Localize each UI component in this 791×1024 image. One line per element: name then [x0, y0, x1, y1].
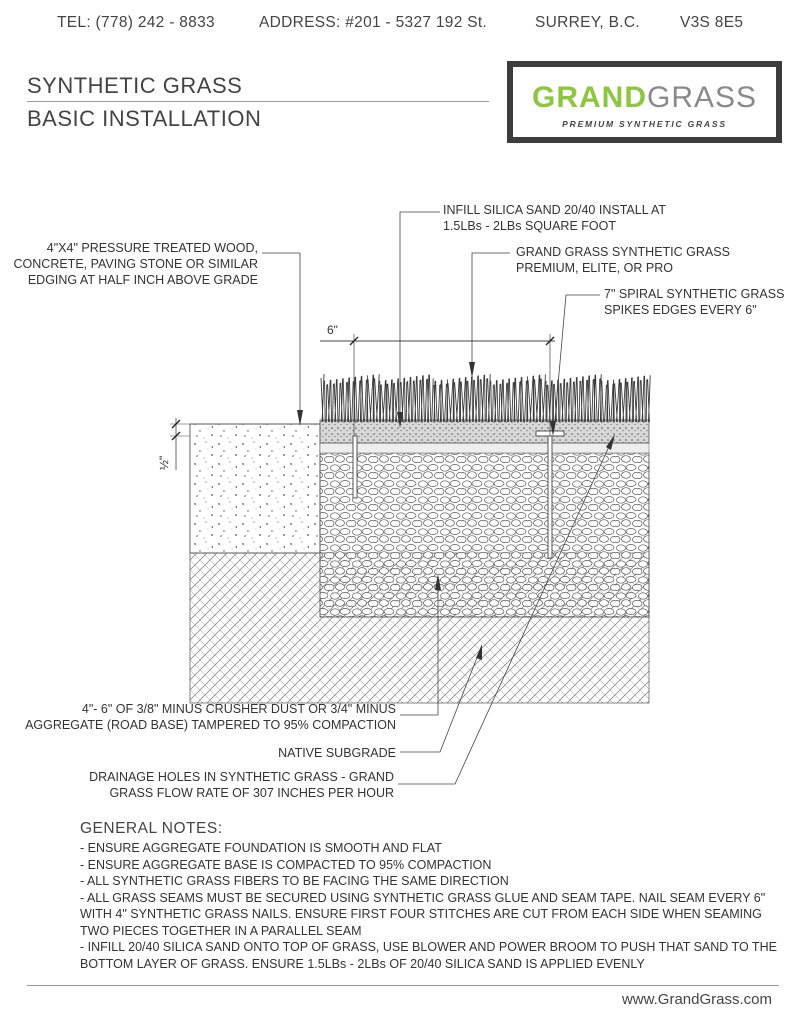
label-spikes-line2: SPIKES EDGES EVERY 6"	[604, 303, 757, 317]
leader-subgrade	[400, 649, 481, 753]
leader-spikes	[553, 294, 600, 431]
logo-tagline: PREMIUM SYNTHETIC GRASS	[562, 119, 727, 129]
label-subgrade-line1: NATIVE SUBGRADE	[278, 746, 396, 760]
label-edging: 4"X4" PRESSURE TREATED WOOD, CONCRETE, P…	[14, 240, 258, 288]
label-spikes-line1: 7" SPIRAL SYNTHETIC GRASS	[604, 287, 785, 301]
leader-aggregate	[400, 580, 439, 716]
label-grass-line1: GRAND GRASS SYNTHETIC GRASS	[516, 245, 730, 259]
edge-height-tick-bottom	[171, 431, 181, 441]
leader-infill	[399, 211, 440, 422]
label-edging-line1: 4"X4" PRESSURE TREATED WOOD,	[46, 241, 258, 255]
leader-drainage	[398, 439, 613, 785]
label-infill-line2: 1.5LBs - 2LBs SQUARE FOOT	[443, 219, 616, 233]
label-aggregate-line2: AGGREGATE (ROAD BASE) TAMPERED TO 95% CO…	[25, 718, 396, 732]
edging-block	[189, 423, 321, 554]
general-note-item: - ALL SYNTHETIC GRASS FIBERS TO BE FACIN…	[80, 874, 509, 888]
spiral-spike-left	[352, 435, 358, 499]
label-infill-line1: INFILL SILICA SAND 20/40 INSTALL AT	[443, 203, 667, 217]
general-note-item: - ENSURE AGGREGATE BASE IS COMPACTED TO …	[80, 857, 492, 872]
label-drainage: DRAINAGE HOLES IN SYNTHETIC GRASS - GRAN…	[89, 769, 394, 801]
leader-grass	[471, 252, 510, 372]
logo-wordmark: GRANDGRASS	[513, 81, 776, 115]
label-infill: INFILL SILICA SAND 20/40 INSTALL AT 1.5L…	[443, 202, 666, 234]
label-edging-line3: EDGING AT HALF INCH ABOVE GRADE	[27, 273, 258, 287]
spacing-dimension-text: 6"	[327, 323, 338, 337]
synthetic-grass-fibres	[320, 373, 651, 423]
general-note-item: - INFILL 20/40 SILICA SAND ONTO TOP OF G…	[80, 940, 777, 971]
header-phone: TEL: (778) 242 - 8833	[57, 14, 215, 31]
edge-height-dimension-text: ½"	[157, 456, 171, 470]
header-city: SURREY, B.C.	[535, 14, 640, 31]
label-drainage-line1: DRAINAGE HOLES IN SYNTHETIC GRASS - GRAN…	[89, 770, 394, 784]
label-drainage-line2: GRASS FLOW RATE OF 307 INCHES PER HOUR	[109, 786, 394, 800]
label-grass-line2: PREMIUM, ELITE, OR PRO	[516, 261, 673, 275]
edge-height-tick-top	[171, 419, 181, 429]
label-aggregate: 4"- 6" OF 3/8" MINUS CRUSHER DUST OR 3/4…	[25, 701, 396, 733]
header-postal-code: V3S 8E5	[680, 14, 744, 31]
page-title-line2: BASIC INSTALLATION	[27, 106, 262, 131]
logo-word-grand: GRAND	[531, 81, 647, 114]
aggregate-base-layer	[319, 452, 650, 618]
general-notes-list: - ENSURE AGGREGATE FOUNDATION IS SMOOTH …	[80, 840, 780, 972]
logo-word-grass: GRASS	[646, 81, 758, 114]
grass-backing-layer	[319, 419, 650, 444]
label-spikes: 7" SPIRAL SYNTHETIC GRASS SPIKES EDGES E…	[604, 286, 784, 318]
website-link[interactable]: www.GrandGrass.com	[621, 991, 772, 1008]
page-title-line1: SYNTHETIC GRASS	[27, 73, 243, 98]
general-note-item: - ENSURE AGGREGATE FOUNDATION IS SMOOTH …	[80, 841, 442, 855]
crusher-dust-layer	[319, 442, 650, 454]
spacing-tick-left	[349, 336, 359, 346]
label-edging-line2: CONCRETE, PAVING STONE OR SIMILAR	[13, 257, 258, 271]
general-notes-title: GENERAL NOTES:	[80, 820, 223, 837]
general-note-item: - ALL GRASS SEAMS MUST BE SECURED USING …	[80, 890, 766, 938]
grass-fibre-strokes	[320, 373, 651, 423]
leader-edging	[262, 252, 301, 420]
title-divider	[27, 101, 489, 102]
label-subgrade: NATIVE SUBGRADE	[278, 745, 396, 761]
grandgrass-logo: GRANDGRASS PREMIUM SYNTHETIC GRASS	[507, 61, 782, 143]
footer-divider	[27, 985, 779, 986]
label-aggregate-line1: 4"- 6" OF 3/8" MINUS CRUSHER DUST OR 3/4…	[81, 702, 396, 716]
spacing-tick-right	[545, 336, 555, 346]
header-address: ADDRESS: #201 - 5327 192 St.	[259, 14, 488, 31]
label-grass: GRAND GRASS SYNTHETIC GRASS PREMIUM, ELI…	[516, 244, 730, 276]
